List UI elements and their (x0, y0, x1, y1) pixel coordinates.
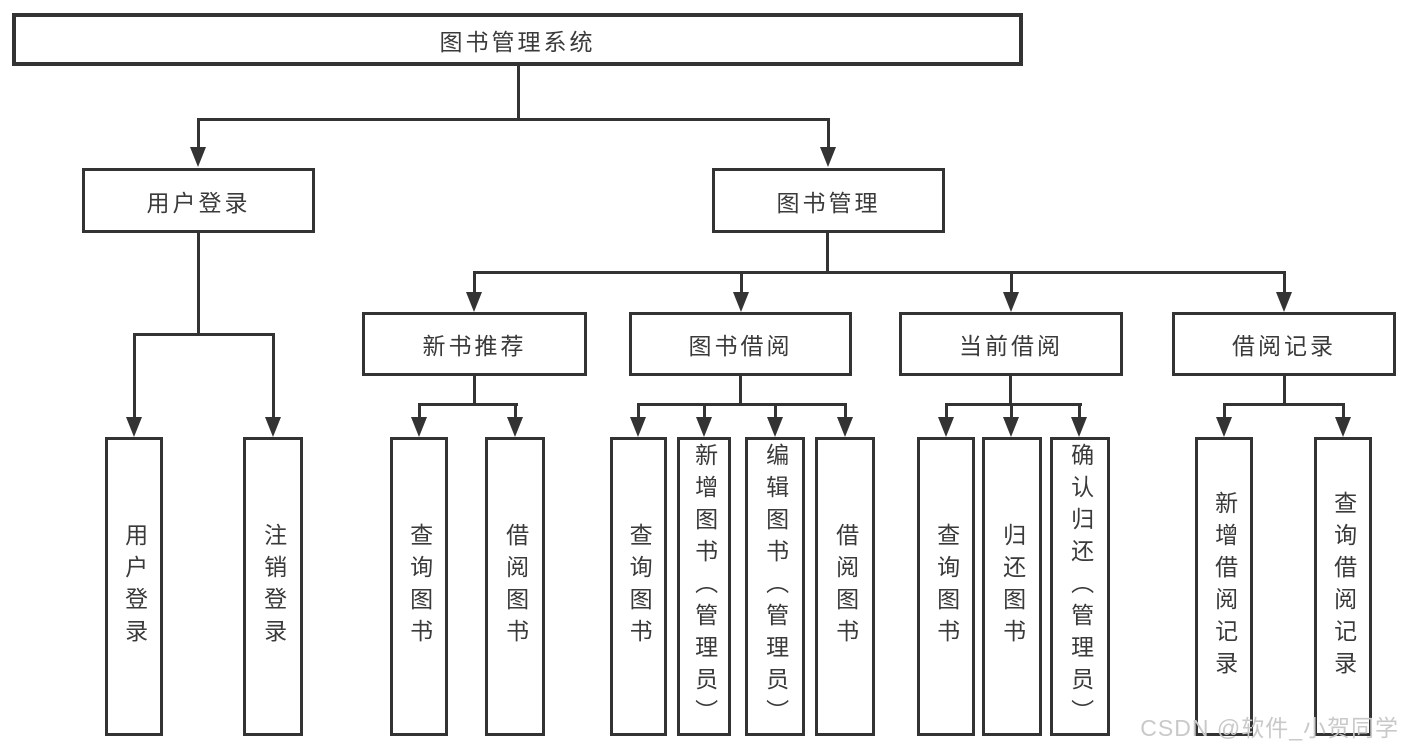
leaf-label: 注销登录 (260, 522, 287, 651)
connector-line (826, 233, 829, 274)
leaf-add-book-admin: 新增图书（管理员） (677, 437, 731, 736)
node-new-book-recommendation: 新书推荐 (362, 312, 587, 376)
connector-line (1010, 403, 1013, 418)
leaf-label: 查询图书 (626, 522, 653, 651)
connector-line (827, 118, 830, 148)
connector-line (517, 66, 520, 121)
leaf-label: 确认归还（管理员） (1067, 442, 1094, 731)
leaf-logout: 注销登录 (243, 437, 303, 736)
arrowhead-down-icon (837, 417, 853, 437)
leaf-borrow-books-recommend: 借阅图书 (485, 437, 545, 736)
connector-line (1078, 403, 1081, 418)
connector-line (514, 403, 517, 418)
arrowhead-down-icon (1003, 292, 1019, 312)
arrowhead-down-icon (507, 417, 523, 437)
connector-line (272, 333, 275, 417)
connector-line (473, 375, 476, 406)
connector-line (133, 333, 275, 336)
leaf-label: 借阅图书 (832, 522, 859, 651)
arrowhead-down-icon (126, 417, 142, 437)
leaf-label: 用户登录 (121, 522, 148, 651)
leaf-query-books-current: 查询图书 (917, 437, 975, 736)
node-book-borrowing: 图书借阅 (629, 312, 852, 376)
leaf-edit-book-admin: 编辑图书（管理员） (745, 437, 805, 736)
connector-line (945, 403, 948, 418)
connector-line (637, 403, 846, 406)
node-label: 图书管理系统 (439, 28, 596, 55)
leaf-borrow-books-borrowing: 借阅图书 (815, 437, 875, 736)
node-borrowing-records: 借阅记录 (1172, 312, 1396, 376)
arrowhead-down-icon (1003, 417, 1019, 437)
connector-line (418, 403, 518, 406)
connector-line (844, 403, 847, 418)
arrowhead-down-icon (767, 417, 783, 437)
node-root-book-management-system: 图书管理系统 (12, 13, 1023, 66)
connector-line (774, 403, 777, 418)
leaf-query-books-borrowing: 查询图书 (610, 437, 667, 736)
leaf-label: 新增图书（管理员） (691, 442, 718, 731)
connector-line (473, 271, 1286, 274)
arrowhead-down-icon (411, 417, 427, 437)
connector-line (1009, 376, 1012, 405)
node-label: 借阅记录 (1232, 333, 1336, 359)
arrowhead-down-icon (1276, 292, 1292, 312)
arrowhead-down-icon (733, 292, 749, 312)
connector-line (197, 118, 830, 121)
node-label: 当前借阅 (959, 333, 1063, 359)
node-label: 新书推荐 (422, 333, 527, 359)
arrowhead-down-icon (820, 147, 836, 167)
connector-line (1342, 403, 1345, 418)
leaf-query-borrow-record: 查询借阅记录 (1314, 437, 1372, 736)
node-current-borrowing: 当前借阅 (899, 312, 1123, 376)
connector-line (1283, 271, 1286, 293)
csdn-watermark: CSDN @软件_小贺同学 (1140, 715, 1399, 741)
node-label: 图书借阅 (688, 333, 793, 359)
connector-line (418, 403, 421, 418)
connector-line (1223, 403, 1345, 406)
connector-line (1223, 403, 1226, 418)
arrowhead-down-icon (466, 292, 482, 312)
leaf-label: 查询图书 (406, 522, 433, 651)
leaf-confirm-return-admin: 确认归还（管理员） (1050, 437, 1110, 736)
arrowhead-down-icon (265, 417, 281, 437)
node-book-management: 图书管理 (712, 168, 945, 233)
connector-line (703, 403, 706, 418)
node-label: 用户登录 (146, 189, 251, 216)
connector-line (1010, 271, 1013, 293)
connector-line (637, 403, 640, 418)
node-user-login: 用户登录 (82, 168, 315, 233)
arrowhead-down-icon (696, 417, 712, 437)
leaf-query-books-recommend: 查询图书 (390, 437, 448, 736)
node-label: 图书管理 (776, 189, 881, 216)
leaf-label: 编辑图书（管理员） (762, 442, 789, 731)
connector-line (1283, 376, 1286, 405)
arrowhead-down-icon (630, 417, 646, 437)
connector-line (197, 118, 200, 148)
connector-line (197, 233, 200, 336)
arrowhead-down-icon (190, 147, 206, 167)
leaf-label: 新增借阅记录 (1211, 490, 1238, 683)
connector-line (133, 333, 136, 417)
connector-line (473, 271, 476, 293)
arrowhead-down-icon (1335, 417, 1351, 437)
connector-line (740, 271, 743, 293)
leaf-label: 查询借阅记录 (1330, 490, 1357, 683)
arrowhead-down-icon (1071, 417, 1087, 437)
leaf-add-borrow-record: 新增借阅记录 (1195, 437, 1253, 736)
leaf-label: 查询图书 (933, 522, 960, 651)
arrowhead-down-icon (1216, 417, 1232, 437)
leaf-return-books: 归还图书 (982, 437, 1042, 736)
connector-line (739, 376, 742, 405)
leaf-label: 归还图书 (999, 522, 1026, 651)
leaf-label: 借阅图书 (502, 522, 529, 651)
connector-line (945, 403, 1082, 406)
arrowhead-down-icon (938, 417, 954, 437)
leaf-user-login: 用户登录 (105, 437, 163, 736)
